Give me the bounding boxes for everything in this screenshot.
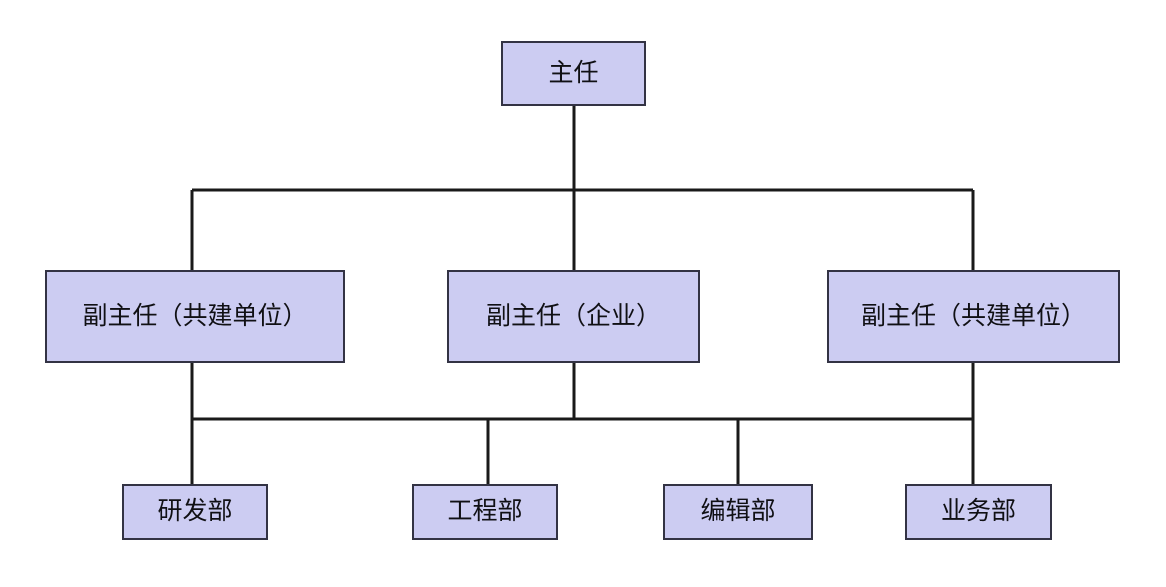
node-deputy-right-label: 副主任（共建单位） [860, 301, 1086, 330]
node-deputy-left-label: 副主任（共建单位） [82, 301, 308, 330]
node-deputy-left[interactable]: 副主任（共建单位） [45, 270, 345, 363]
node-dept-editorial-label: 编辑部 [700, 497, 776, 526]
node-dept-engineering[interactable]: 工程部 [412, 484, 558, 540]
node-dept-rd-label: 研发部 [157, 497, 233, 526]
node-dept-business-label: 业务部 [940, 497, 1016, 526]
node-deputy-center-label: 副主任（企业） [485, 301, 661, 330]
node-dept-editorial[interactable]: 编辑部 [663, 484, 813, 540]
node-deputy-right[interactable]: 副主任（共建单位） [827, 270, 1120, 363]
node-deputy-center[interactable]: 副主任（企业） [447, 270, 700, 363]
node-dept-rd[interactable]: 研发部 [122, 484, 268, 540]
node-dept-engineering-label: 工程部 [447, 497, 523, 526]
node-director[interactable]: 主任 [501, 41, 646, 106]
node-dept-business[interactable]: 业务部 [905, 484, 1052, 540]
node-director-label: 主任 [548, 58, 599, 87]
